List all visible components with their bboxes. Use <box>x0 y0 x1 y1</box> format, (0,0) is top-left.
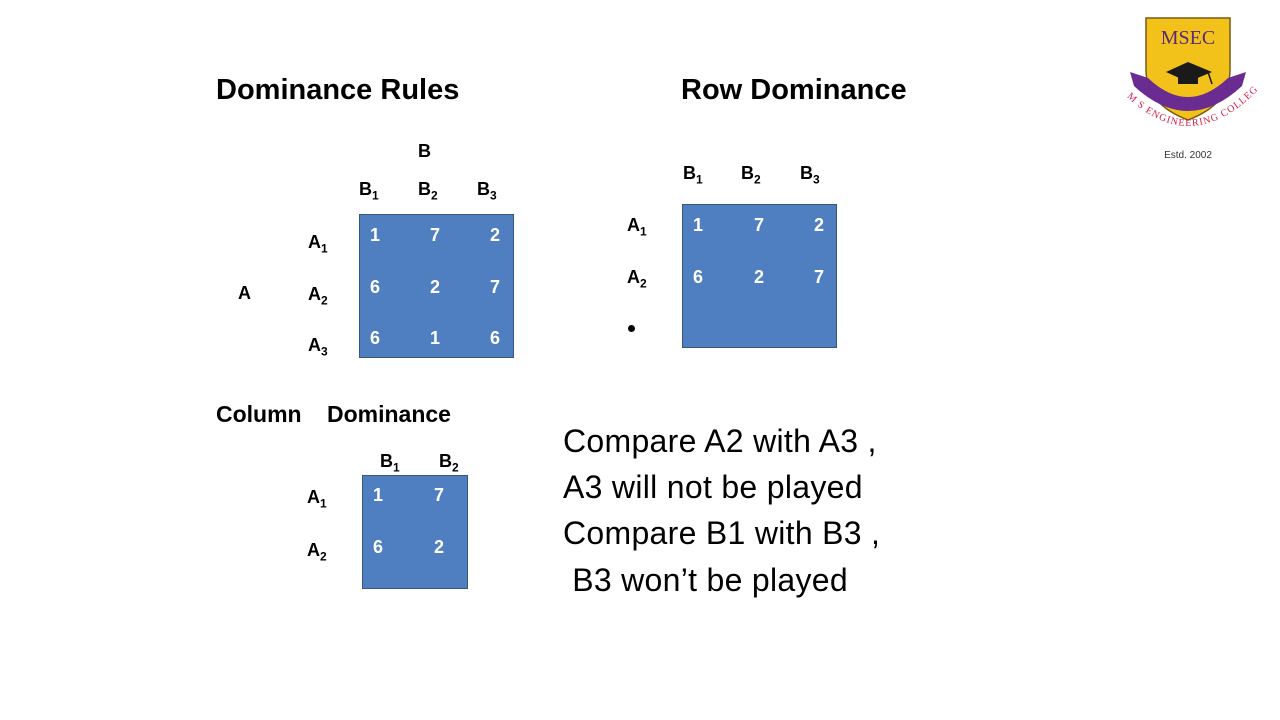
note-line: Compare A2 with A3 , <box>563 423 877 459</box>
note-line: B3 won’t be played <box>563 562 848 598</box>
matrix-cell: 7 <box>489 277 500 297</box>
matrix-cell: 6 <box>489 328 500 348</box>
col-col-header: B2 <box>439 451 459 475</box>
bullet-dot <box>628 325 635 332</box>
note-line: A3 will not be played <box>563 469 863 505</box>
row-col-header: B2 <box>741 163 761 187</box>
matrix-cell: 7 <box>429 225 440 245</box>
title-column: Column <box>216 401 302 427</box>
matrix-cell: 6 <box>369 277 380 297</box>
payoff-matrix-main: 1 7 2 6 2 7 6 1 6 <box>359 214 514 358</box>
matrix-cell: 1 <box>692 215 703 235</box>
row-col-header: B3 <box>800 163 820 187</box>
matrix-cell: 6 <box>372 537 383 557</box>
matrix-cell: 6 <box>369 328 380 348</box>
matrix-cell: 1 <box>372 485 383 505</box>
matrix-cell: 2 <box>813 215 824 235</box>
matrix-cell: 2 <box>489 225 500 245</box>
matrix-cell: 2 <box>429 277 440 297</box>
main-row-header: A3 <box>308 335 328 359</box>
svg-text:Estd. 2002: Estd. 2002 <box>1164 150 1212 161</box>
main-row-header: A1 <box>308 232 328 256</box>
main-col-header: B3 <box>477 179 497 203</box>
matrix-cell: 1 <box>369 225 380 245</box>
payoff-matrix-column-dominance: 1 7 6 2 <box>362 475 468 589</box>
col-row-header: A1 <box>307 487 327 511</box>
matrix-cell: 6 <box>692 267 703 287</box>
main-row-header: A2 <box>308 284 328 308</box>
matrix-cell: 2 <box>753 267 764 287</box>
title-row-dominance: Row Dominance <box>681 74 907 106</box>
svg-text:MSEC: MSEC <box>1161 27 1215 49</box>
row-row-header: A1 <box>627 215 647 239</box>
title-dominance-rules: Dominance Rules <box>216 74 460 106</box>
col-col-header: B1 <box>380 451 400 475</box>
matrix-cell: 2 <box>433 537 444 557</box>
matrix-cell: 7 <box>433 485 444 505</box>
main-col-header: B2 <box>418 179 438 203</box>
col-row-header: A2 <box>307 540 327 564</box>
row-row-header: A2 <box>627 267 647 291</box>
matrix-cell: 1 <box>429 328 440 348</box>
payoff-matrix-row-dominance: 1 7 2 6 2 7 <box>682 204 837 348</box>
player-b-label: B <box>418 141 431 161</box>
row-col-header: B1 <box>683 163 703 187</box>
matrix-cell: 7 <box>813 267 824 287</box>
main-col-header: B1 <box>359 179 379 203</box>
player-a-label: A <box>238 283 251 303</box>
note-line: Compare B1 with B3 , <box>563 515 881 551</box>
matrix-cell: 7 <box>753 215 764 235</box>
title-dominance: Dominance <box>327 401 451 427</box>
